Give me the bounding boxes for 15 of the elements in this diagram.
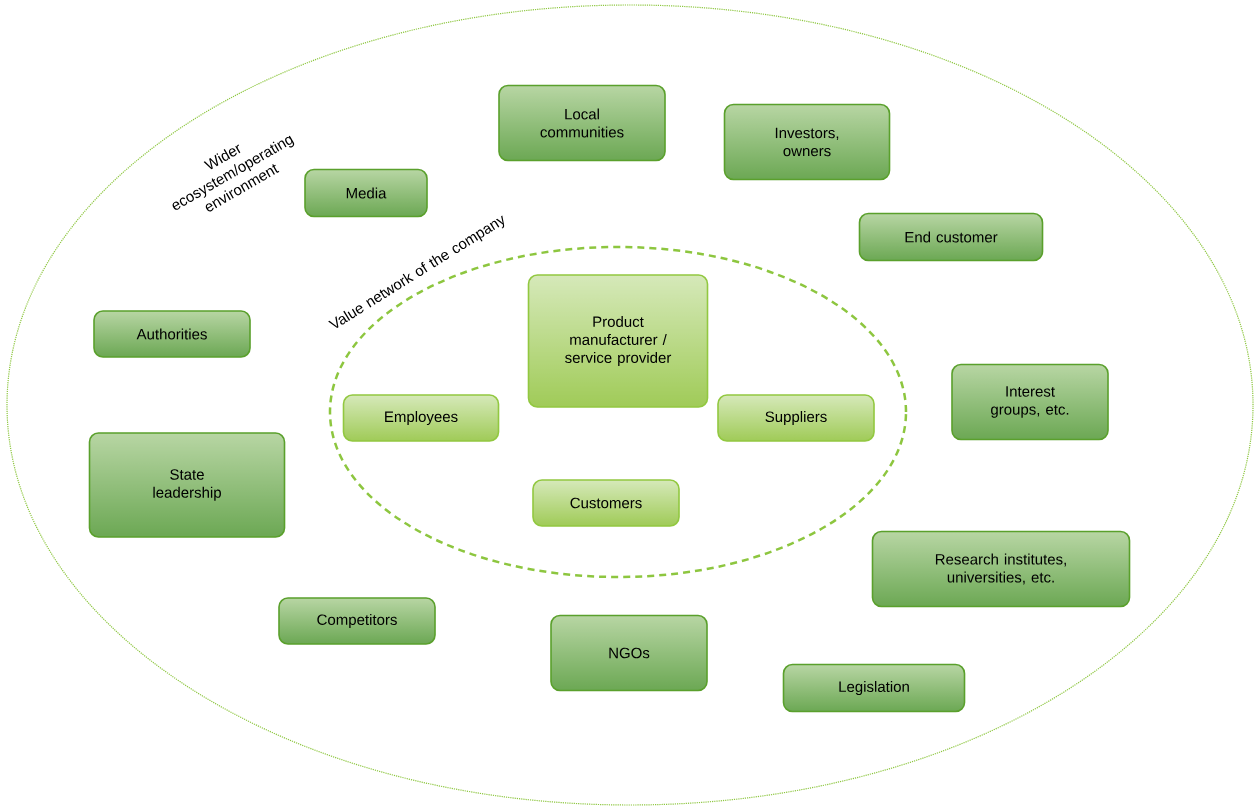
core-box: Customers bbox=[532, 479, 680, 527]
stakeholder-box: Authorities bbox=[93, 310, 251, 358]
stakeholder-box: Interest groups, etc. bbox=[951, 363, 1109, 441]
stakeholder-box: Investors, owners bbox=[723, 103, 891, 181]
core-box: Product manufacturer / service provider bbox=[527, 274, 709, 408]
stakeholder-box: Research institutes, universities, etc. bbox=[871, 530, 1131, 608]
stakeholder-box: End customer bbox=[858, 212, 1044, 262]
stakeholder-box: NGOs bbox=[550, 614, 708, 692]
stakeholder-box: Media bbox=[304, 168, 428, 218]
stakeholder-box: State leadership bbox=[88, 432, 286, 538]
stakeholder-box: Competitors bbox=[278, 597, 436, 645]
stakeholder-box: Legislation bbox=[782, 663, 966, 713]
stakeholder-box: Local communities bbox=[498, 84, 666, 162]
core-box: Suppliers bbox=[717, 394, 875, 442]
core-box: Employees bbox=[342, 394, 500, 442]
